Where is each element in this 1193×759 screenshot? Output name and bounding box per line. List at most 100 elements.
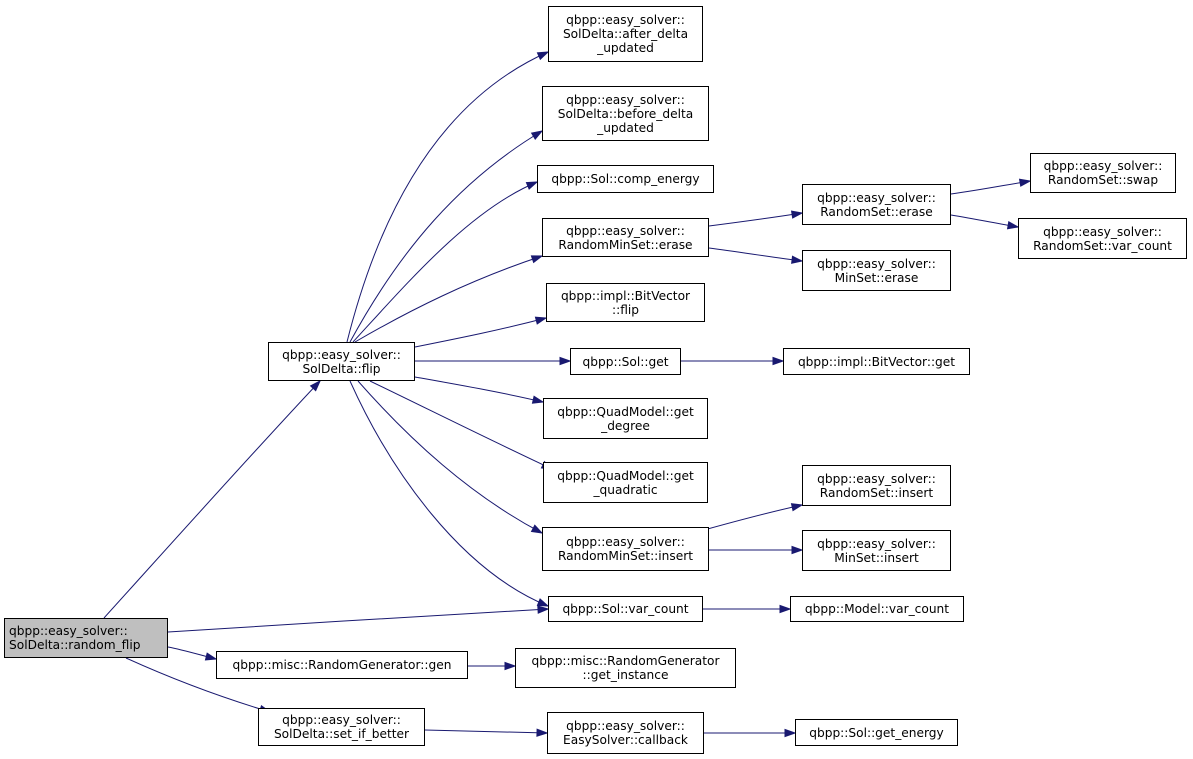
edge-arrowhead <box>559 356 572 366</box>
node-randomSet-var-count[interactable]: qbpp::easy_solver::RandomSet::var_count <box>1018 218 1187 259</box>
edge-arrowhead <box>779 604 792 614</box>
edge-arrowhead <box>536 51 550 61</box>
node-label-line: _updated <box>597 120 654 135</box>
node-randomSet-swap[interactable]: qbpp::easy_solver::RandomSet::swap <box>1030 153 1176 193</box>
node-label-line: EasySolver::callback <box>563 733 688 747</box>
node-label-line: qbpp::impl::BitVector::get <box>797 354 956 369</box>
edge-line <box>349 380 549 607</box>
edge-arrowhead <box>1018 178 1032 187</box>
node-randomGenerator-gen[interactable]: qbpp::misc::RandomGenerator::gen <box>216 651 468 679</box>
edge-solDelta-flip-to-sol-var-count <box>349 380 550 607</box>
node-label-line: RandomSet::erase <box>820 204 933 219</box>
edge-arrowhead <box>790 503 804 512</box>
edge-sol-get-to-bitVector-get <box>681 356 785 366</box>
node-label-line: qbpp::Sol::get <box>582 354 669 369</box>
edge-solDelta-flip-to-sol-comp-energy <box>352 181 539 343</box>
node-label-line: RandomSet::var_count <box>1033 238 1172 253</box>
edge-randomMinSet-erase-to-minSet-erase <box>708 247 804 264</box>
edge-randomMinSet-insert-to-minSet-insert <box>708 545 804 555</box>
edge-solDelta-random-flip-to-sol-var-count <box>167 605 550 633</box>
edge-arrowhead <box>530 130 544 140</box>
edge-line <box>346 51 549 343</box>
node-sol-get[interactable]: qbpp::Sol::get <box>570 348 681 375</box>
node-label-line: SolDelta::before_delta <box>557 106 694 121</box>
node-quadModel-get-quadratic[interactable]: qbpp::QuadModel::get_quadratic <box>543 462 708 503</box>
edge-line <box>369 380 553 470</box>
node-quadModel-get-degree[interactable]: qbpp::QuadModel::get_degree <box>543 398 708 439</box>
node-label-line: qbpp::Model::var_count <box>804 602 950 616</box>
node-label-line: RandomSet::insert <box>819 485 934 500</box>
node-label-line: qbpp::easy_solver:: <box>1043 159 1163 173</box>
node-sol-var-count[interactable]: qbpp::Sol::var_count <box>548 596 703 622</box>
node-bitVector-get[interactable]: qbpp::impl::BitVector::get <box>783 348 970 375</box>
node-sol-get-energy[interactable]: qbpp::Sol::get_energy <box>795 719 958 746</box>
edge-arrowhead <box>309 379 322 392</box>
node-label-line: qbpp::easy_solver:: <box>817 536 936 551</box>
node-label-line: SolDelta::set_if_better <box>273 727 410 741</box>
node-label-line: qbpp::easy_solver:: <box>1043 224 1162 239</box>
node-label-line: qbpp::easy_solver:: <box>282 713 401 727</box>
edge-line <box>352 181 538 343</box>
node-solDelta-before-delta-updated[interactable]: qbpp::easy_solver::SolDelta::before_delt… <box>542 86 709 141</box>
node-label-line: qbpp::misc::RandomGenerator::gen <box>232 658 452 672</box>
edge-arrowhead <box>530 255 544 264</box>
edge-arrowhead <box>531 395 545 404</box>
node-model-var-count[interactable]: qbpp::Model::var_count <box>790 596 964 622</box>
node-label-line: qbpp::easy_solver:: <box>817 190 936 205</box>
edge-line <box>103 380 321 619</box>
node-solDelta-set-if-better[interactable]: qbpp::easy_solver::SolDelta::set_if_bett… <box>258 708 425 746</box>
node-randomSet-erase[interactable]: qbpp::easy_solver::RandomSet::erase <box>802 184 951 225</box>
edge-arrowhead <box>504 661 517 671</box>
node-solDelta-flip[interactable]: qbpp::easy_solver::SolDelta::flip <box>268 342 415 381</box>
edge-arrowhead <box>791 545 804 555</box>
node-label-line: qbpp::easy_solver:: <box>566 535 685 549</box>
edge-solDelta-random-flip-to-solDelta-flip <box>103 379 322 619</box>
node-label-line: _quadratic <box>593 482 658 497</box>
node-solDelta-after-delta-updated[interactable]: qbpp::easy_solver::SolDelta::after_delta… <box>548 6 703 62</box>
node-easySolver-callback[interactable]: qbpp::easy_solver::EasySolver::callback <box>547 712 704 754</box>
node-label-line: qbpp::easy_solver:: <box>9 624 128 638</box>
node-label-line: ::get_instance <box>582 668 669 682</box>
node-bitVector-flip[interactable]: qbpp::impl::BitVector::flip <box>546 283 705 322</box>
node-sol-comp-energy[interactable]: qbpp::Sol::comp_energy <box>537 165 714 193</box>
edge-arrowhead <box>530 524 544 534</box>
edge-line <box>125 657 271 713</box>
node-label-line: qbpp::impl::BitVector <box>560 288 691 303</box>
node-label-line: _updated <box>597 41 654 55</box>
node-randomSet-insert[interactable]: qbpp::easy_solver::RandomSet::insert <box>802 465 951 506</box>
node-randomMinSet-insert[interactable]: qbpp::easy_solver::RandomMinSet::insert <box>542 527 709 571</box>
edge-arrowhead <box>784 728 797 738</box>
node-label-line: ::flip <box>611 302 639 317</box>
edge-solDelta-flip-to-quadModel-get-degree <box>414 376 545 404</box>
node-label-line: qbpp::easy_solver:: <box>817 256 936 271</box>
node-randomGenerator-get-instance[interactable]: qbpp::misc::RandomGenerator::get_instanc… <box>515 648 736 688</box>
node-randomMinSet-erase[interactable]: qbpp::easy_solver::RandomMinSet::erase <box>542 218 709 257</box>
node-label-line: _degree <box>601 418 650 433</box>
edge-solDelta-flip-to-bitVector-flip <box>414 316 548 348</box>
edge-line <box>414 317 547 348</box>
edge-solDelta-flip-to-solDelta-before-delta-updated <box>349 130 544 343</box>
edge-arrowhead <box>534 316 548 325</box>
node-label-line: SolDelta::random_flip <box>9 638 141 652</box>
edge-arrowhead <box>1006 221 1020 230</box>
edge-line <box>349 130 543 343</box>
edge-randomMinSet-erase-to-randomSet-erase <box>708 210 804 227</box>
edge-solDelta-flip-to-randomMinSet-erase <box>354 255 544 343</box>
node-label-line: qbpp::easy_solver:: <box>566 13 685 27</box>
node-minSet-erase[interactable]: qbpp::easy_solver::MinSet::erase <box>802 250 951 291</box>
node-label-line: qbpp::QuadModel::get <box>557 404 694 419</box>
edge-arrowhead <box>537 605 550 614</box>
edge-arrowhead <box>204 652 218 661</box>
node-label-line: qbpp::easy_solver:: <box>566 223 685 238</box>
edge-arrowhead <box>790 210 804 219</box>
node-label-line: qbpp::easy_solver:: <box>817 471 936 486</box>
node-label-line: MinSet::insert <box>834 550 919 565</box>
node-label-line: RandomSet::swap <box>1047 173 1159 187</box>
edge-solDelta-flip-to-solDelta-after-delta-updated <box>346 51 550 343</box>
edge-easySolver-callback-to-sol-get-energy <box>703 728 797 738</box>
node-minSet-insert[interactable]: qbpp::easy_solver::MinSet::insert <box>802 530 951 571</box>
edge-solDelta-set-if-better-to-easySolver-callback <box>424 728 549 737</box>
node-solDelta-random-flip: qbpp::easy_solver::SolDelta::random_flip <box>4 618 168 658</box>
edge-solDelta-flip-to-randomMinSet-insert <box>357 380 544 534</box>
